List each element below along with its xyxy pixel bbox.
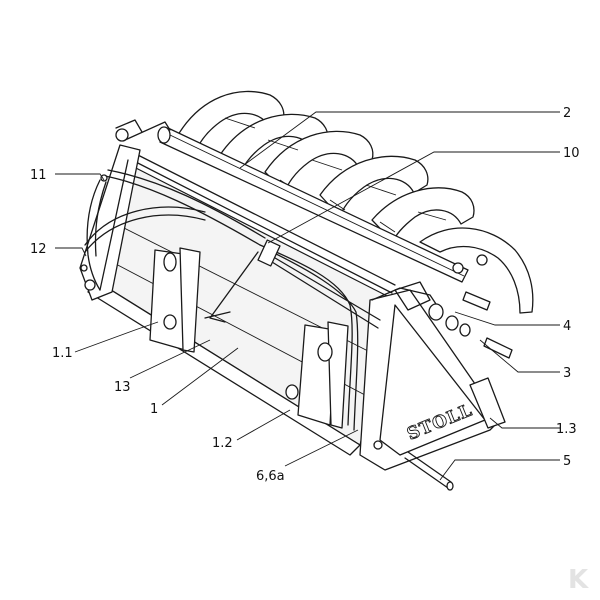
callout-1: 1: [150, 402, 158, 417]
watermark-logo: K: [568, 565, 589, 595]
callout-1-1: 1.1: [52, 346, 73, 361]
callout-2: 2: [563, 106, 571, 121]
callout-3: 3: [563, 366, 571, 381]
callout-4: 4: [563, 319, 571, 334]
hydraulic-hoses: [80, 169, 381, 431]
upper-frame: [124, 121, 396, 294]
callout-1-3: 1.3: [556, 422, 577, 437]
callout-10: 10: [563, 146, 580, 161]
callout-12: 12: [30, 242, 47, 257]
callout-13: 13: [114, 380, 131, 395]
leader-lines: [55, 111, 560, 481]
callout-11: 11: [30, 168, 47, 183]
mounting-bracket-left: [149, 247, 201, 353]
callout-1-2: 1.2: [212, 436, 233, 451]
top-crossbar: [157, 126, 469, 283]
grab-tines: [174, 90, 534, 314]
callout-6-6a: 6,6a: [256, 469, 285, 484]
callout-5: 5: [563, 454, 571, 469]
pins-and-bushings: [394, 254, 513, 491]
right-side-plate: [359, 287, 501, 471]
callout-labels: 2 10 11 12 4 3 1.1 13 1 1.3 1.2 5 6,6a: [30, 106, 580, 484]
watermark-text: K: [568, 565, 589, 595]
mounting-bracket-right: [285, 321, 349, 429]
